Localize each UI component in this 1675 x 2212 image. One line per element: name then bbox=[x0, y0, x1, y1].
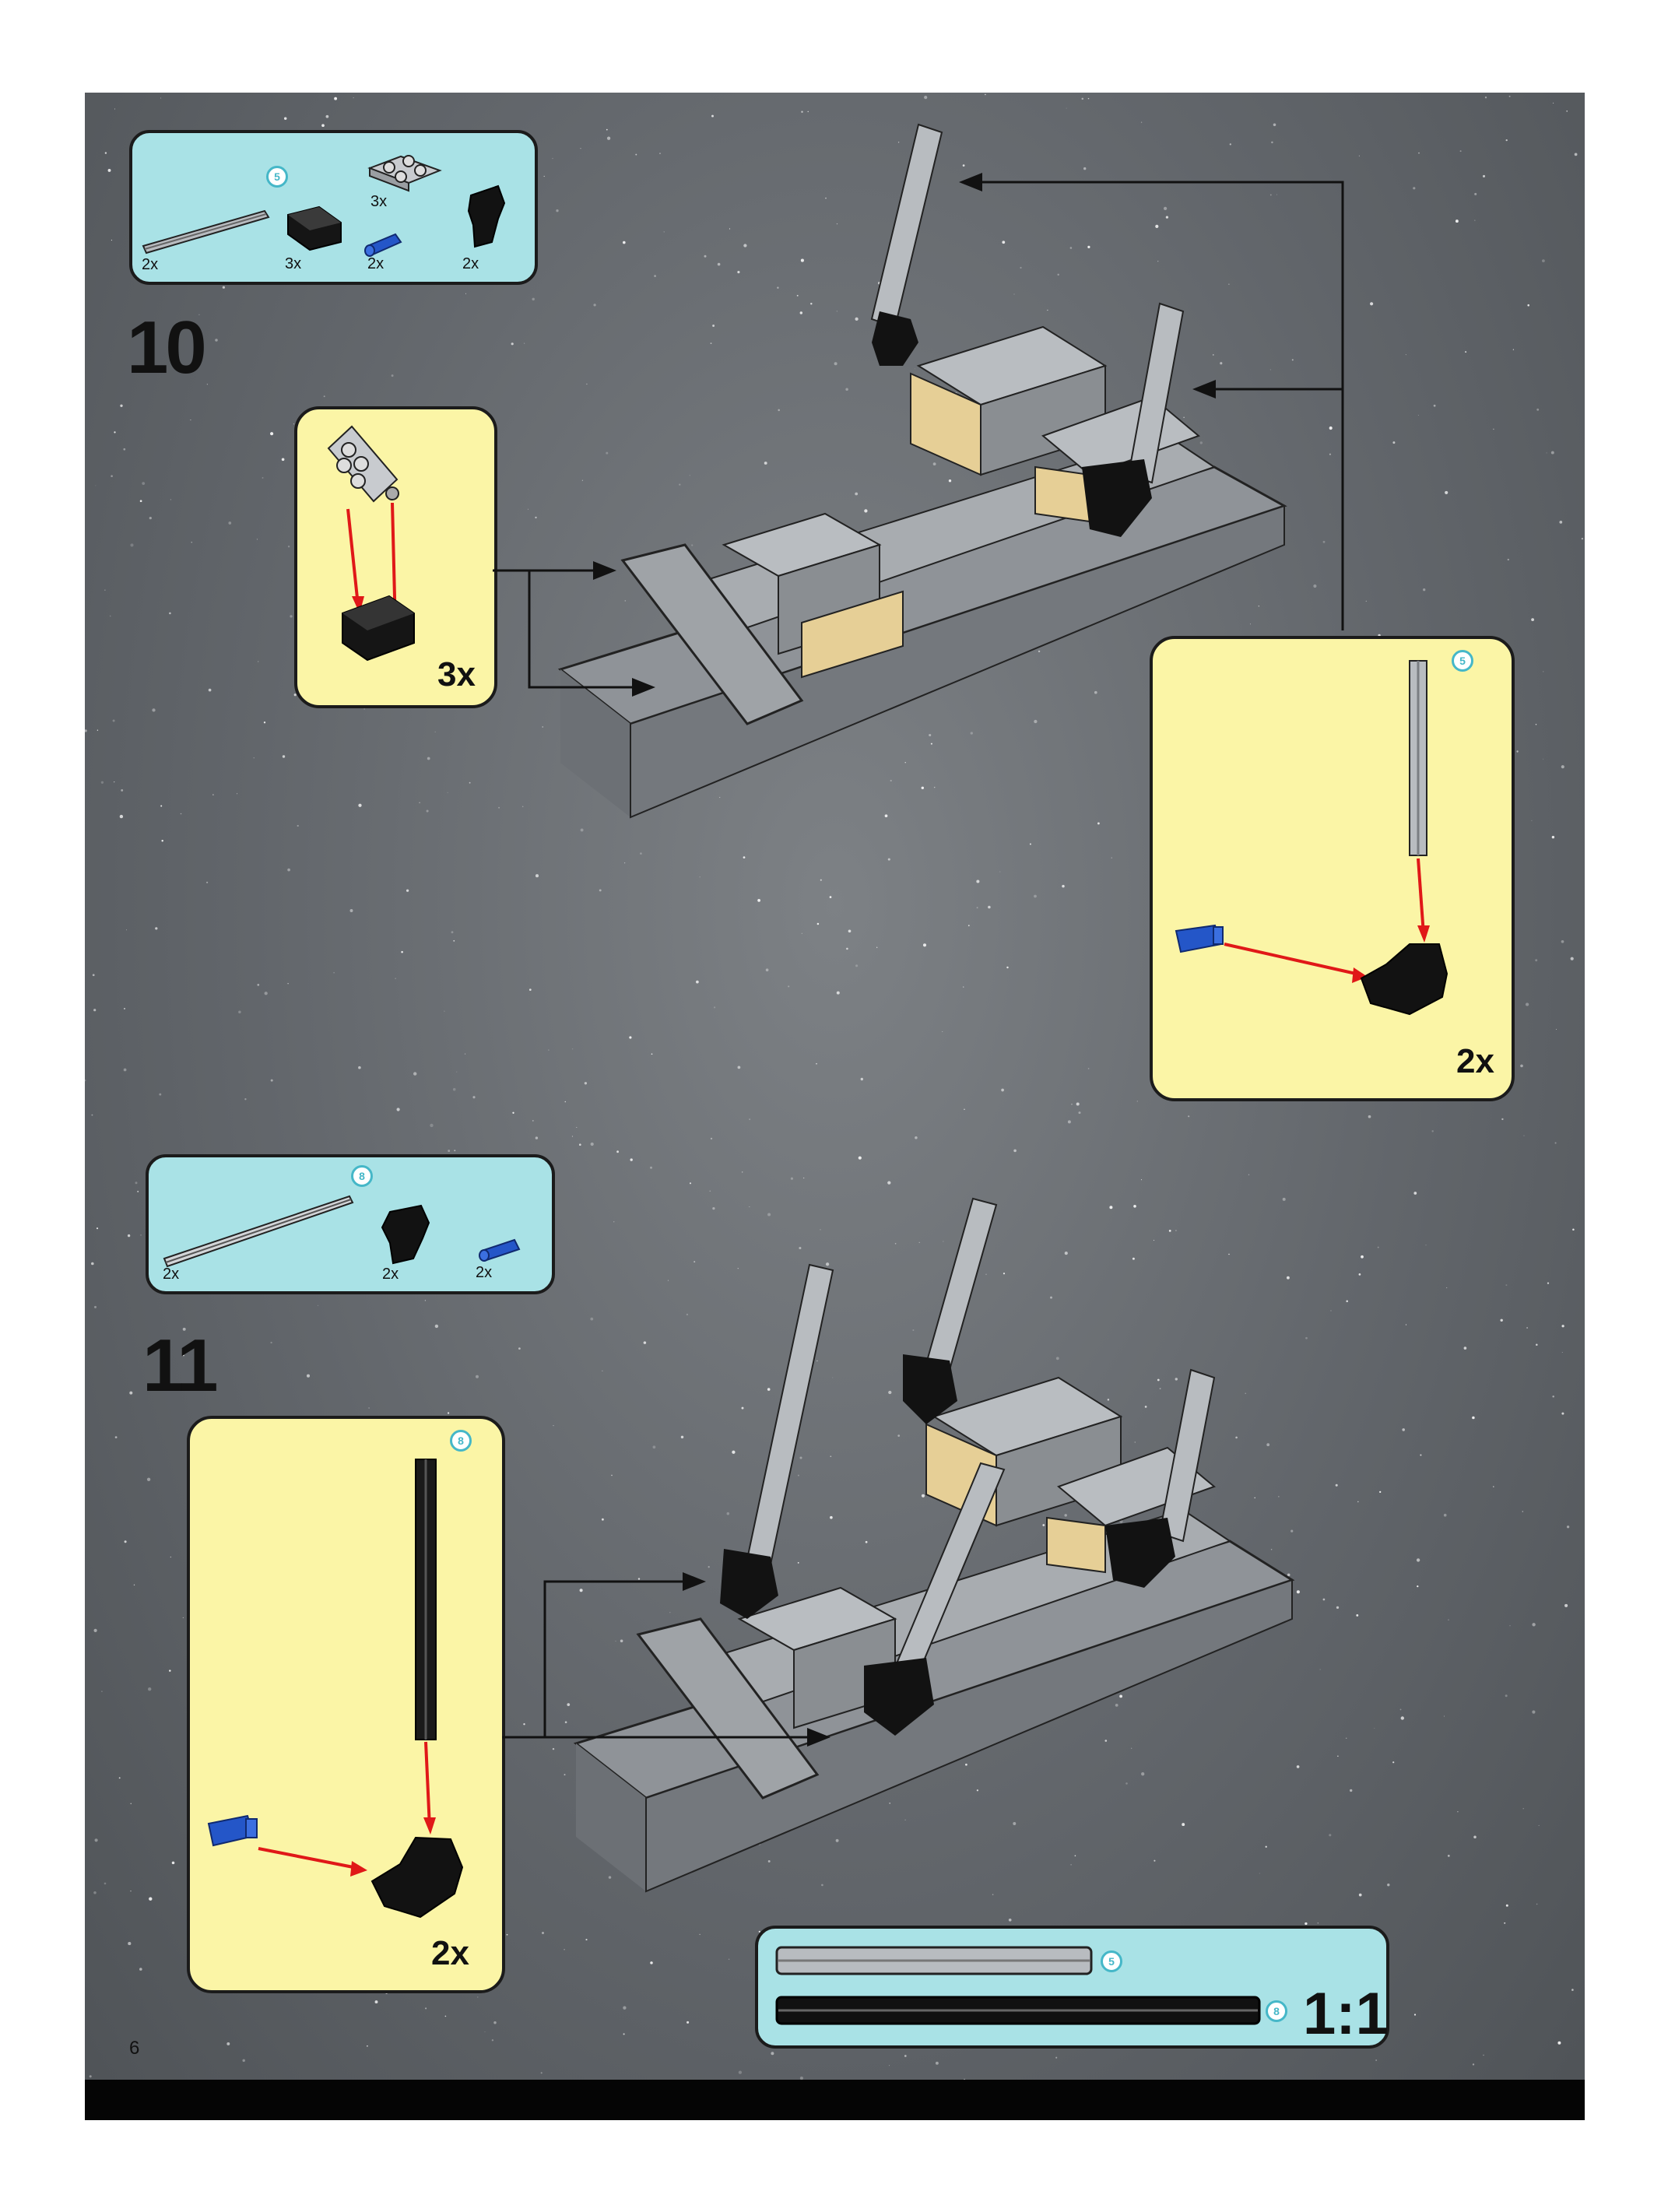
length-scale-panel: 5 8 1:1 bbox=[755, 1926, 1389, 2049]
length-indicator: 5 bbox=[1101, 1950, 1122, 1972]
axle-icon bbox=[777, 1997, 1259, 2024]
axle-icon bbox=[777, 1947, 1091, 1974]
length-indicator: 8 bbox=[1266, 2000, 1287, 2022]
model-icon bbox=[576, 1199, 1292, 1891]
scale-label: 1:1 bbox=[1303, 1980, 1389, 2048]
page-number: 6 bbox=[129, 2038, 139, 2059]
